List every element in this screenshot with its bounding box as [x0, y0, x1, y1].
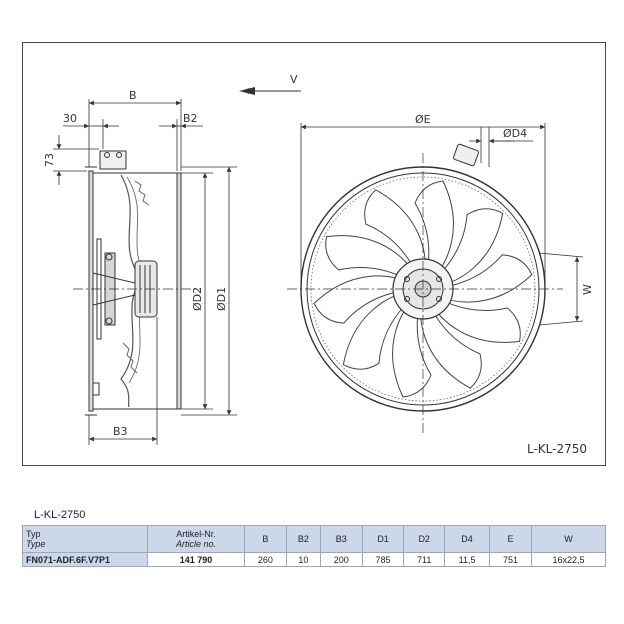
table-header-row: Typ Type Artikel-Nr. Article no. B B2 B3… [22, 525, 607, 553]
col-d4: D4 [443, 525, 491, 553]
cell-b: 260 [244, 552, 287, 567]
dim-73-label: 73 [43, 153, 56, 167]
dim-30-label: 30 [63, 112, 77, 125]
col-w: W [530, 525, 607, 553]
cell-w: 16x22,5 [530, 552, 607, 567]
drawing-canvas: V B 30 B2 73 ØD2 ØD1 B3 ØE ØD4 W L-KL-27… [43, 73, 594, 456]
side-view [73, 150, 201, 416]
airflow-arrow [239, 87, 301, 95]
cell-b3: 200 [319, 552, 363, 567]
dim-b3-label: B3 [113, 425, 128, 438]
col-article-en: Article no. [175, 539, 217, 549]
col-b3: B3 [319, 525, 363, 553]
col-d1: D1 [361, 525, 405, 553]
col-type-de: Typ [26, 529, 41, 539]
cell-d4: 11,5 [443, 552, 491, 567]
front-view [287, 143, 563, 433]
col-b2: B2 [285, 525, 321, 553]
technical-drawing: V B 30 B2 73 ØD2 ØD1 B3 ØE ØD4 W L-KL-27… [22, 42, 606, 466]
table-caption: L-KL-2750 [34, 509, 86, 521]
col-type: Typ Type [22, 525, 148, 553]
cell-article: 141 790 [147, 552, 245, 567]
cell-d1: 785 [361, 552, 405, 567]
table-row: FN071-ADF.6F.V7P1 141 790 260 10 200 785… [22, 552, 607, 567]
dim-w-label: W [581, 284, 594, 295]
col-e: E [489, 525, 532, 553]
dim-e-label: ØE [415, 113, 431, 126]
cell-b2: 10 [285, 552, 321, 567]
col-b: B [244, 525, 287, 553]
col-d2: D2 [403, 525, 445, 553]
drawing-code: L-KL-2750 [527, 442, 587, 456]
dim-b2-label: B2 [183, 112, 198, 125]
cell-e: 751 [489, 552, 532, 567]
dim-d1-label: ØD1 [215, 287, 228, 311]
spec-table: Typ Type Artikel-Nr. Article no. B B2 B3… [22, 525, 607, 567]
front-dimensions [300, 123, 584, 326]
dim-b-label: B [129, 89, 137, 102]
dim-d2-label: ØD2 [191, 287, 204, 311]
col-type-en: Type [26, 539, 46, 549]
airflow-label: V [290, 73, 298, 86]
col-article-de: Artikel-Nr. [176, 529, 216, 539]
dimension-labels: V B 30 B2 73 ØD2 ØD1 B3 ØE ØD4 W L-KL-27… [43, 73, 594, 456]
cell-type: FN071-ADF.6F.V7P1 [22, 552, 148, 567]
cell-d2: 711 [403, 552, 445, 567]
dim-d4-label: ØD4 [503, 127, 527, 140]
side-dimensions [53, 99, 237, 445]
col-article: Artikel-Nr. Article no. [147, 525, 245, 553]
